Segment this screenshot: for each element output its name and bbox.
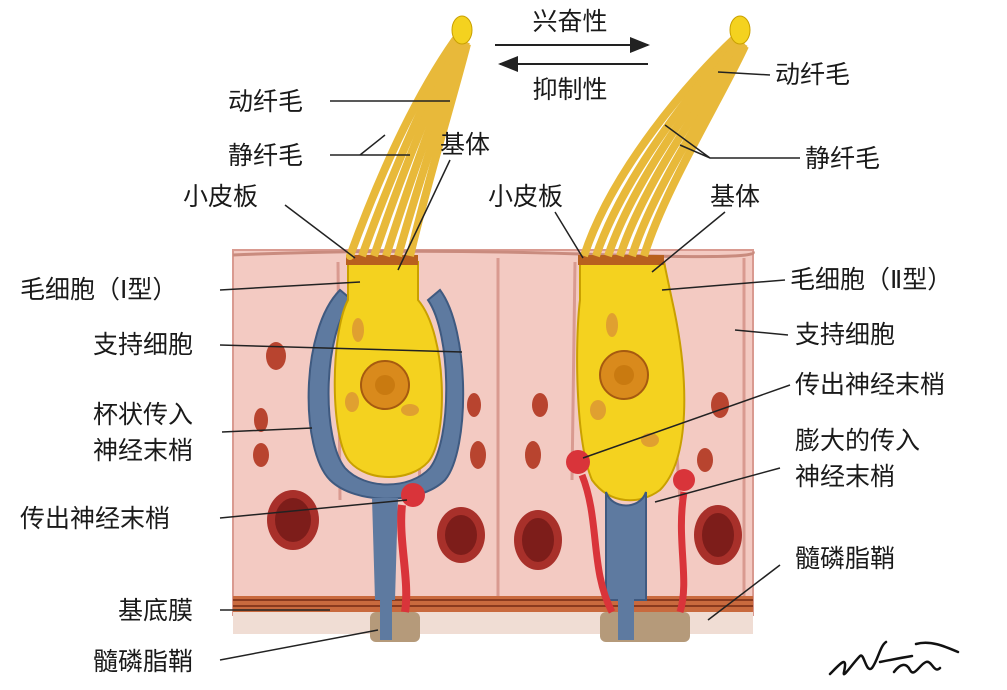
right-stereocilia-label: 静纤毛 — [805, 145, 880, 173]
right-bouton-afferent-line1: 膨大的传入 — [795, 427, 920, 455]
inhibitory-label: 抑制性 — [520, 76, 620, 104]
left-calyx-afferent-line1: 杯状传入 — [93, 401, 193, 429]
right-basal-body-label: 基体 — [710, 183, 760, 211]
left-basal-body-label: 基体 — [440, 131, 490, 159]
right-myelin-sheath-label: 髓磷脂鞘 — [795, 545, 895, 573]
left-myelin-sheath-label: 髓磷脂鞘 — [93, 648, 193, 676]
left-stereocilia-label: 静纤毛 — [228, 142, 303, 170]
hair-cell-type-2 — [577, 255, 684, 500]
right-cuticular-plate-label: 小皮板 — [488, 183, 563, 211]
left-hair-cell-label: 毛细胞（Ⅰ型） — [20, 276, 177, 304]
left-cuticular-plate-label: 小皮板 — [183, 183, 258, 211]
right-efferent-ending-label: 传出神经末梢 — [795, 371, 945, 399]
left-calyx-afferent-line2: 神经末梢 — [93, 437, 193, 465]
hair-bundle-right — [584, 16, 750, 256]
artist-signature — [820, 634, 970, 686]
left-supporting-cell-label: 支持细胞 — [93, 331, 193, 359]
right-kinocilium-label: 动纤毛 — [775, 61, 850, 89]
right-hair-cell-label: 毛细胞（Ⅱ型） — [790, 266, 952, 294]
left-efferent-ending-label: 传出神经末梢 — [20, 505, 170, 533]
left-kinocilium-label: 动纤毛 — [228, 88, 303, 116]
excitatory-label: 兴奋性 — [520, 8, 620, 36]
basement-membrane-label: 基底膜 — [118, 597, 193, 625]
right-bouton-afferent-line2: 神经末梢 — [795, 463, 895, 491]
right-supporting-cell-label: 支持细胞 — [795, 321, 895, 349]
direction-arrows — [495, 45, 648, 64]
